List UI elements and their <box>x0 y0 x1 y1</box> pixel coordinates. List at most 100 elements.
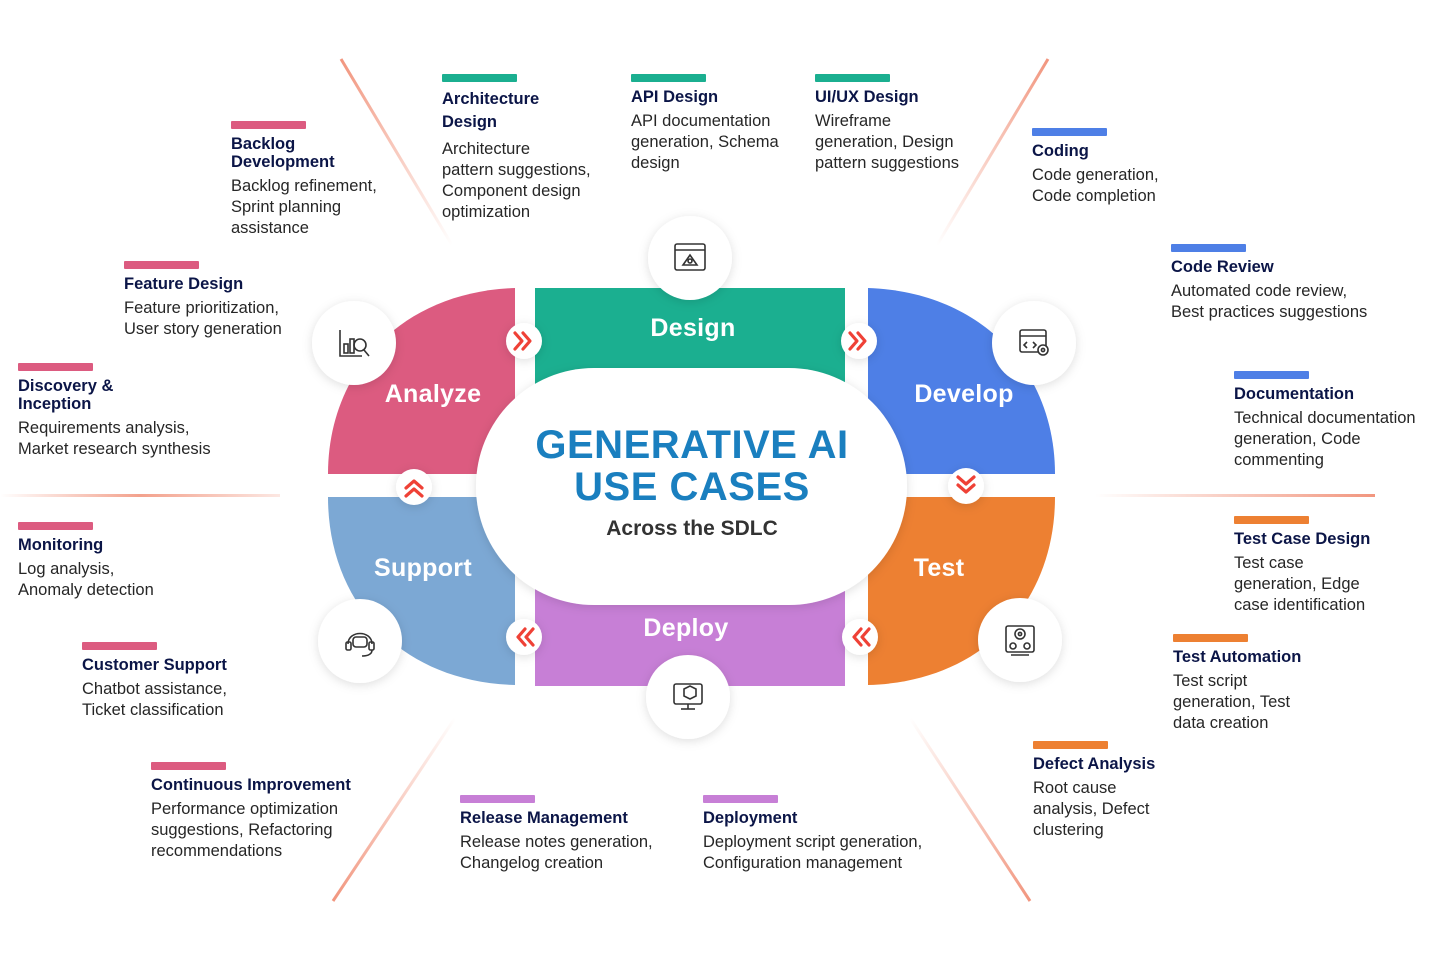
use-case-api-design: API Design API documentation generation,… <box>631 74 811 174</box>
use-case-desc: Architecture pattern suggestions, Compon… <box>442 140 591 221</box>
blueprint-icon <box>674 243 706 271</box>
use-case-title: Deployment <box>703 809 798 827</box>
test-icon-badge <box>978 598 1062 682</box>
color-bar <box>1033 741 1108 749</box>
headset-chat-icon <box>345 632 375 657</box>
phase-label-analyze: Analyze <box>384 380 482 408</box>
monitor-box-icon <box>673 683 703 710</box>
use-case-discovery-inception: Discovery & Inception Requirements analy… <box>18 363 258 460</box>
use-case-desc: Automated code review, Best practices su… <box>1171 282 1368 321</box>
use-case-desc: Wireframe generation, Design pattern sug… <box>815 112 960 172</box>
color-bar <box>82 642 157 650</box>
color-bar <box>1173 634 1248 642</box>
use-case-architecture-design: Architecture Design Architecture pattern… <box>442 74 632 223</box>
use-case-desc: Root cause analysis, Defect clustering <box>1033 779 1150 839</box>
use-case-title: Monitoring <box>18 536 104 554</box>
color-bar <box>1171 244 1246 252</box>
segment-develop <box>868 288 1055 474</box>
chart-magnifier-icon <box>339 330 370 357</box>
use-case-desc: Deployment script generation, Configurat… <box>703 833 923 872</box>
arrow-badge-test-deploy <box>842 619 878 655</box>
use-case-test-case-design: Test Case Design Test case generation, E… <box>1234 516 1434 616</box>
color-bar <box>703 795 778 803</box>
use-case-desc: Test case generation, Edge case identifi… <box>1234 554 1366 614</box>
phase-label-deploy: Deploy <box>643 614 729 642</box>
use-case-title: Backlog Development <box>231 135 335 171</box>
arrow-badge-design-develop <box>841 323 877 359</box>
use-case-title: Customer Support <box>82 656 227 674</box>
divider-line-top-left <box>339 58 454 246</box>
use-case-backlog-development: Backlog Development Backlog refinement, … <box>231 121 416 239</box>
use-case-desc: Requirements analysis, Market research s… <box>18 419 211 458</box>
color-bar <box>1234 371 1309 379</box>
phase-label-design: Design <box>650 314 736 342</box>
color-bar <box>631 74 706 82</box>
divider-line-right <box>1095 494 1375 497</box>
use-case-documentation: Documentation Technical documentation ge… <box>1234 371 1439 471</box>
support-icon-badge <box>318 599 402 683</box>
arrow-badge-deploy-support <box>506 619 542 655</box>
use-case-title: Architecture Design <box>442 90 540 131</box>
use-case-desc: Test script generation, Test data creati… <box>1173 672 1291 732</box>
arrow-badge-support-analyze <box>396 469 432 505</box>
use-case-title: Feature Design <box>124 275 244 293</box>
design-icon-badge <box>648 216 732 300</box>
use-case-defect-analysis: Defect Analysis Root cause analysis, Def… <box>1033 741 1233 841</box>
divider-line-left <box>0 494 280 497</box>
color-bar <box>1032 128 1107 136</box>
use-case-uiux-design: UI/UX Design Wireframe generation, Desig… <box>815 74 995 174</box>
deploy-icon-badge <box>646 655 730 739</box>
use-case-desc: API documentation generation, Schema des… <box>631 112 779 172</box>
use-case-title: API Design <box>631 88 719 106</box>
use-case-title: UI/UX Design <box>815 88 919 106</box>
use-case-desc: Code generation, Code completion <box>1032 166 1159 205</box>
color-bar <box>151 762 226 770</box>
use-case-title: Defect Analysis <box>1033 755 1156 773</box>
segment-test <box>868 497 1055 685</box>
center-title: GENERATIVE AI USE CASES <box>535 423 849 509</box>
phase-label-test: Test <box>913 554 965 582</box>
center-pill <box>476 368 907 605</box>
color-bar <box>18 522 93 530</box>
use-case-desc: Technical documentation generation, Code… <box>1234 409 1416 469</box>
phase-label-support: Support <box>374 554 472 582</box>
segment-analyze <box>328 288 515 474</box>
use-case-title: Test Case Design <box>1234 530 1371 548</box>
analyze-icon-badge <box>312 301 396 385</box>
use-case-desc: Backlog refinement, Sprint planning assi… <box>231 177 377 237</box>
arrow-badge-analyze-design <box>506 323 542 359</box>
use-case-title: Code Review <box>1171 258 1274 276</box>
color-bar <box>815 74 890 82</box>
use-case-continuous-improvement: Continuous Improvement Performance optim… <box>151 762 391 862</box>
divider-line-top-right <box>935 58 1050 246</box>
use-case-title: Continuous Improvement <box>151 776 351 794</box>
use-case-desc: Chatbot assistance, Ticket classificatio… <box>82 680 227 719</box>
color-bar <box>460 795 535 803</box>
divider-line-bottom-left <box>331 717 457 902</box>
use-case-title: Coding <box>1032 142 1089 160</box>
color-bar <box>1234 516 1309 524</box>
use-case-title: Discovery & Inception <box>18 377 114 413</box>
use-case-title: Test Automation <box>1173 648 1302 666</box>
use-case-title: Release Management <box>460 809 628 827</box>
use-case-coding: Coding Code generation, Code completion <box>1032 128 1212 207</box>
use-case-desc: Log analysis, Anomaly detection <box>18 560 154 599</box>
color-bar <box>124 261 199 269</box>
phase-label-develop: Develop <box>914 380 1014 408</box>
use-case-test-automation: Test Automation Test script generation, … <box>1173 634 1373 734</box>
use-case-feature-design: Feature Design Feature prioritization, U… <box>124 261 324 340</box>
use-case-customer-support: Customer Support Chatbot assistance, Tic… <box>82 642 282 721</box>
test-gear-icon <box>1005 625 1035 656</box>
use-case-monitoring: Monitoring Log analysis, Anomaly detecti… <box>18 522 218 601</box>
develop-icon-badge <box>992 301 1076 385</box>
color-bar <box>442 74 517 82</box>
use-case-desc: Release notes generation, Changelog crea… <box>460 833 653 872</box>
use-case-release-management: Release Management Release notes generat… <box>460 795 690 874</box>
color-bar <box>18 363 93 371</box>
center-subtitle: Across the SDLC <box>606 517 778 540</box>
use-case-deployment: Deployment Deployment script generation,… <box>703 795 973 874</box>
segment-support <box>328 497 515 685</box>
divider-line-bottom-right <box>908 717 1032 902</box>
use-case-title: Documentation <box>1234 385 1355 403</box>
